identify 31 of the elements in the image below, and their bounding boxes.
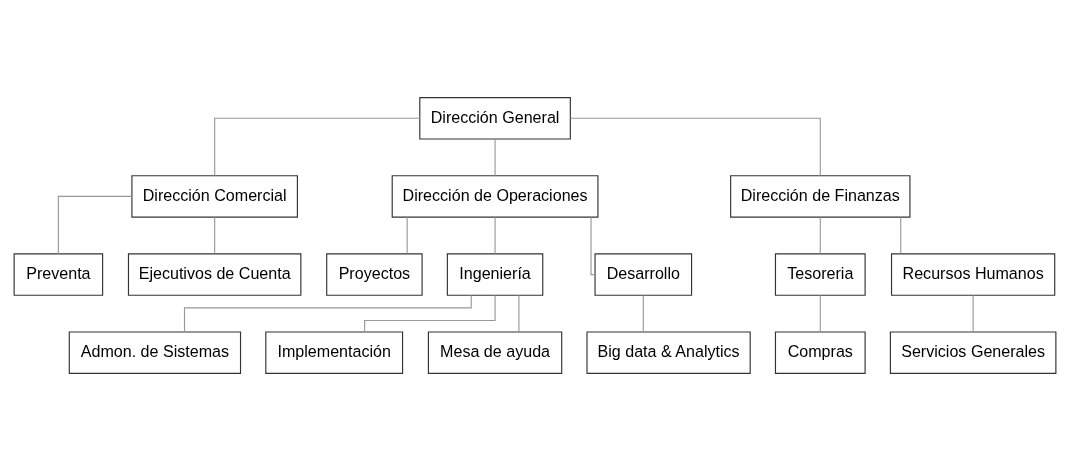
node-box: Dirección de Operaciones [391, 174, 599, 218]
node-box: Recursos Humanos [890, 252, 1056, 296]
connector [494, 138, 496, 176]
node-box: Desarrollo [594, 252, 693, 296]
connector [214, 216, 216, 254]
node-box: Big data & Analytics [586, 330, 751, 374]
connector [406, 216, 408, 254]
node-box: Tesoreria [774, 252, 866, 296]
node-box: Ingeniería [446, 252, 544, 296]
node-box: Dirección de Finanzas [730, 174, 911, 218]
connector [590, 216, 596, 275]
connector [819, 216, 821, 254]
connector [569, 117, 821, 176]
connector [900, 216, 902, 254]
node-box: Ejecutivos de Cuenta [127, 252, 302, 296]
node-box: Dirección Comercial [131, 174, 298, 218]
connector [972, 294, 974, 332]
connector [57, 195, 133, 254]
connector [494, 216, 496, 254]
connector [518, 294, 520, 332]
connector [642, 294, 644, 332]
node-box: Implementación [265, 330, 404, 374]
node-box: Proyectos [326, 252, 423, 296]
connector [214, 117, 421, 176]
node-box: Mesa de ayuda [427, 330, 563, 374]
node-box: Dirección General [419, 96, 571, 140]
node-box: Compras [774, 330, 866, 374]
node-box: Admon. de Sistemas [68, 330, 242, 374]
node-box: Servicios Generales [889, 330, 1057, 374]
node-box: Preventa [13, 252, 104, 296]
connector [819, 294, 821, 332]
